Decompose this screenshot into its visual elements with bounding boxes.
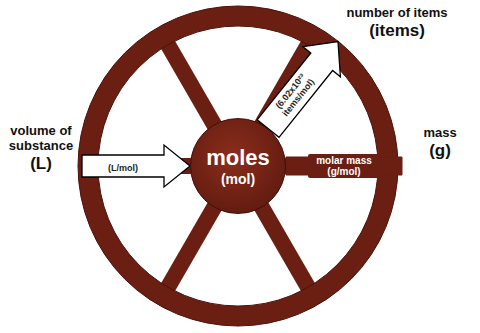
wheel-rim-edge (78, 6, 398, 326)
unit-text: (g) (429, 141, 451, 161)
conversion-factor: molar mass (g/mol) (308, 154, 380, 178)
quantity-name: volume of substance (2, 124, 80, 154)
quantity-name: mass (423, 126, 456, 141)
wheel-spokes (91, 39, 385, 294)
unit-text: (L) (30, 154, 52, 174)
quantity-name: number of items (346, 6, 447, 21)
unit-text: (items) (369, 21, 425, 41)
wheel-rim (88, 16, 388, 316)
quantity-label: number of items(items) (322, 6, 472, 40)
quantity-label: volume of substance(L) (2, 124, 80, 173)
hub-circle: moles(mol) (190, 118, 286, 214)
quantity-label: mass(g) (404, 126, 476, 160)
conversion-arrow (257, 42, 340, 138)
conversion-arrow (82, 145, 190, 187)
conversion-factor: (6.02x10²³ items/mol) (267, 64, 323, 126)
conversion-factor: (L/mol) (107, 164, 139, 174)
quantity-name: moles (206, 145, 270, 170)
unit-text: (mol) (221, 171, 255, 187)
